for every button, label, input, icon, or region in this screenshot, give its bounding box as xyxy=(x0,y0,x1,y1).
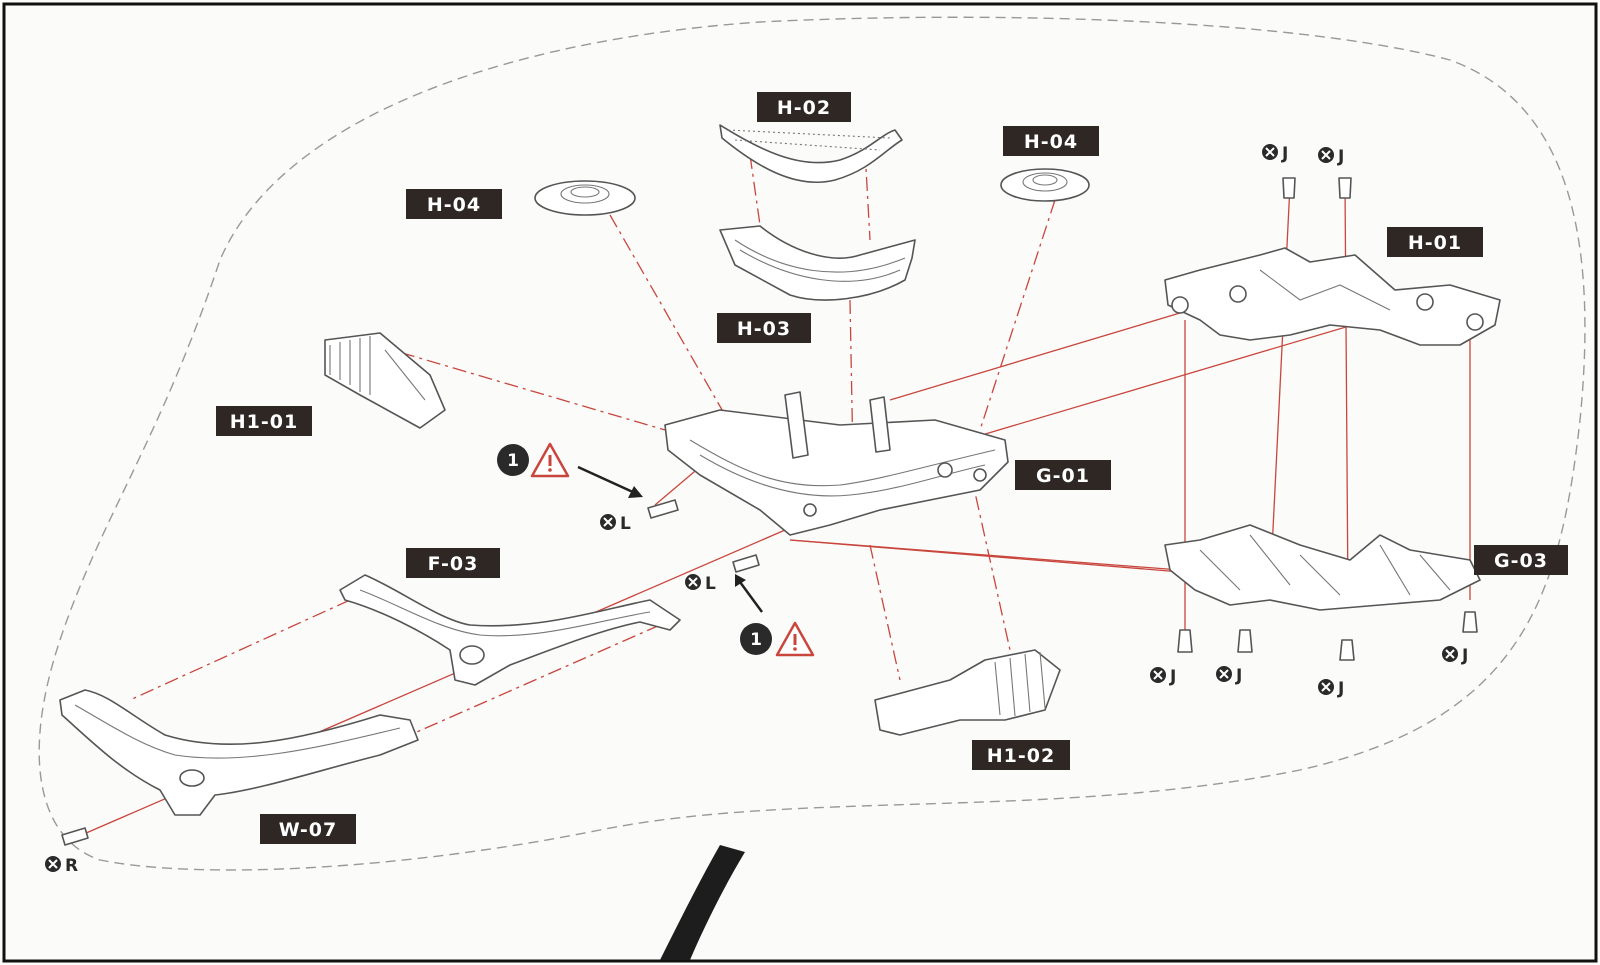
part-h02-drawing xyxy=(719,124,903,184)
label-f03: F-03 xyxy=(406,548,500,578)
part-h04-right-drawing xyxy=(1000,168,1090,202)
screw-callout-r: R xyxy=(45,856,78,876)
screw-r-text: R xyxy=(65,856,78,876)
label-h01: H-01 xyxy=(1387,227,1483,257)
label-g01: G-01 xyxy=(1015,460,1111,490)
circle-x-icon xyxy=(1318,147,1334,163)
screw-callout-l-right: L xyxy=(685,574,716,594)
label-h1-02: H1-02 xyxy=(972,740,1070,770)
label-h1-02-text: H1-02 xyxy=(987,745,1055,767)
step-number-icon xyxy=(497,444,529,476)
circle-x-icon xyxy=(1150,667,1166,683)
circle-x-icon xyxy=(1318,679,1334,695)
label-h1-01: H1-01 xyxy=(216,406,312,436)
label-f03-text: F-03 xyxy=(428,553,479,575)
screw-pins xyxy=(61,177,1478,846)
screw-callout-j-bot-1: J xyxy=(1150,667,1176,687)
label-h02-text: H-02 xyxy=(777,97,831,119)
screw-callout-j-top-2: J xyxy=(1318,147,1344,167)
screw-j-top-1-text: J xyxy=(1281,144,1288,164)
label-g01-text: G-01 xyxy=(1036,465,1090,487)
screw-callout-j-bot-4: J xyxy=(1442,646,1468,666)
part-h1-02-drawing xyxy=(874,649,1061,736)
screw-j-bot-1-text: J xyxy=(1169,667,1176,687)
label-h01-text: H-01 xyxy=(1408,232,1462,254)
part-g01-drawing xyxy=(664,391,1009,536)
circle-x-icon xyxy=(45,856,61,872)
label-h04-right: H-04 xyxy=(1003,126,1099,156)
bottom-stroke-mark xyxy=(660,845,745,960)
circle-x-icon xyxy=(1442,646,1458,662)
screw-j-bot-4-text: J xyxy=(1461,646,1468,666)
screw-j-bot-2-text: J xyxy=(1235,666,1242,686)
circle-x-icon xyxy=(685,574,701,590)
label-g03: G-03 xyxy=(1474,545,1568,575)
label-w07: W-07 xyxy=(260,814,356,844)
label-h03: H-03 xyxy=(717,313,811,343)
step-lower-text: 1 xyxy=(750,630,762,650)
step-number-icon xyxy=(740,623,772,655)
screw-callout-j-bot-3: J xyxy=(1318,679,1344,699)
label-h04-right-text: H-04 xyxy=(1024,131,1078,153)
part-h1-01-drawing xyxy=(324,332,446,429)
part-f03-drawing xyxy=(339,574,681,686)
label-h04-left: H-04 xyxy=(406,189,502,219)
label-h03-text: H-03 xyxy=(737,318,791,340)
screw-callout-l-left: L xyxy=(600,514,631,534)
screw-l-left-text: L xyxy=(620,514,631,534)
part-h03-drawing xyxy=(719,225,916,301)
screw-j-top-2-text: J xyxy=(1337,147,1344,167)
screw-l-right-text: L xyxy=(705,574,716,594)
warning-triangle-icon xyxy=(530,442,570,478)
label-h02: H-02 xyxy=(757,92,851,122)
circle-x-icon xyxy=(1216,666,1232,682)
circle-x-icon xyxy=(600,514,616,530)
circle-x-icon xyxy=(1262,144,1278,160)
pointer-arrows xyxy=(577,465,764,613)
screw-j-bot-3-text: J xyxy=(1337,679,1344,699)
part-g03-drawing xyxy=(1164,524,1481,611)
label-h04-left-text: H-04 xyxy=(427,194,481,216)
screw-callout-j-top-1: J xyxy=(1262,144,1288,164)
part-h04-left-drawing xyxy=(534,180,636,216)
step-callout-lower: 1 xyxy=(740,621,815,657)
part-h01-drawing xyxy=(1164,247,1501,346)
step-callout-upper: 1 xyxy=(497,442,570,478)
label-h1-01-text: H1-01 xyxy=(230,411,298,433)
step-upper-text: 1 xyxy=(507,451,519,471)
label-g03-text: G-03 xyxy=(1494,550,1548,572)
screw-callout-j-bot-2: J xyxy=(1216,666,1242,686)
label-w07-text: W-07 xyxy=(279,819,337,841)
warning-triangle-icon xyxy=(775,621,815,657)
part-w07-drawing xyxy=(59,689,419,816)
